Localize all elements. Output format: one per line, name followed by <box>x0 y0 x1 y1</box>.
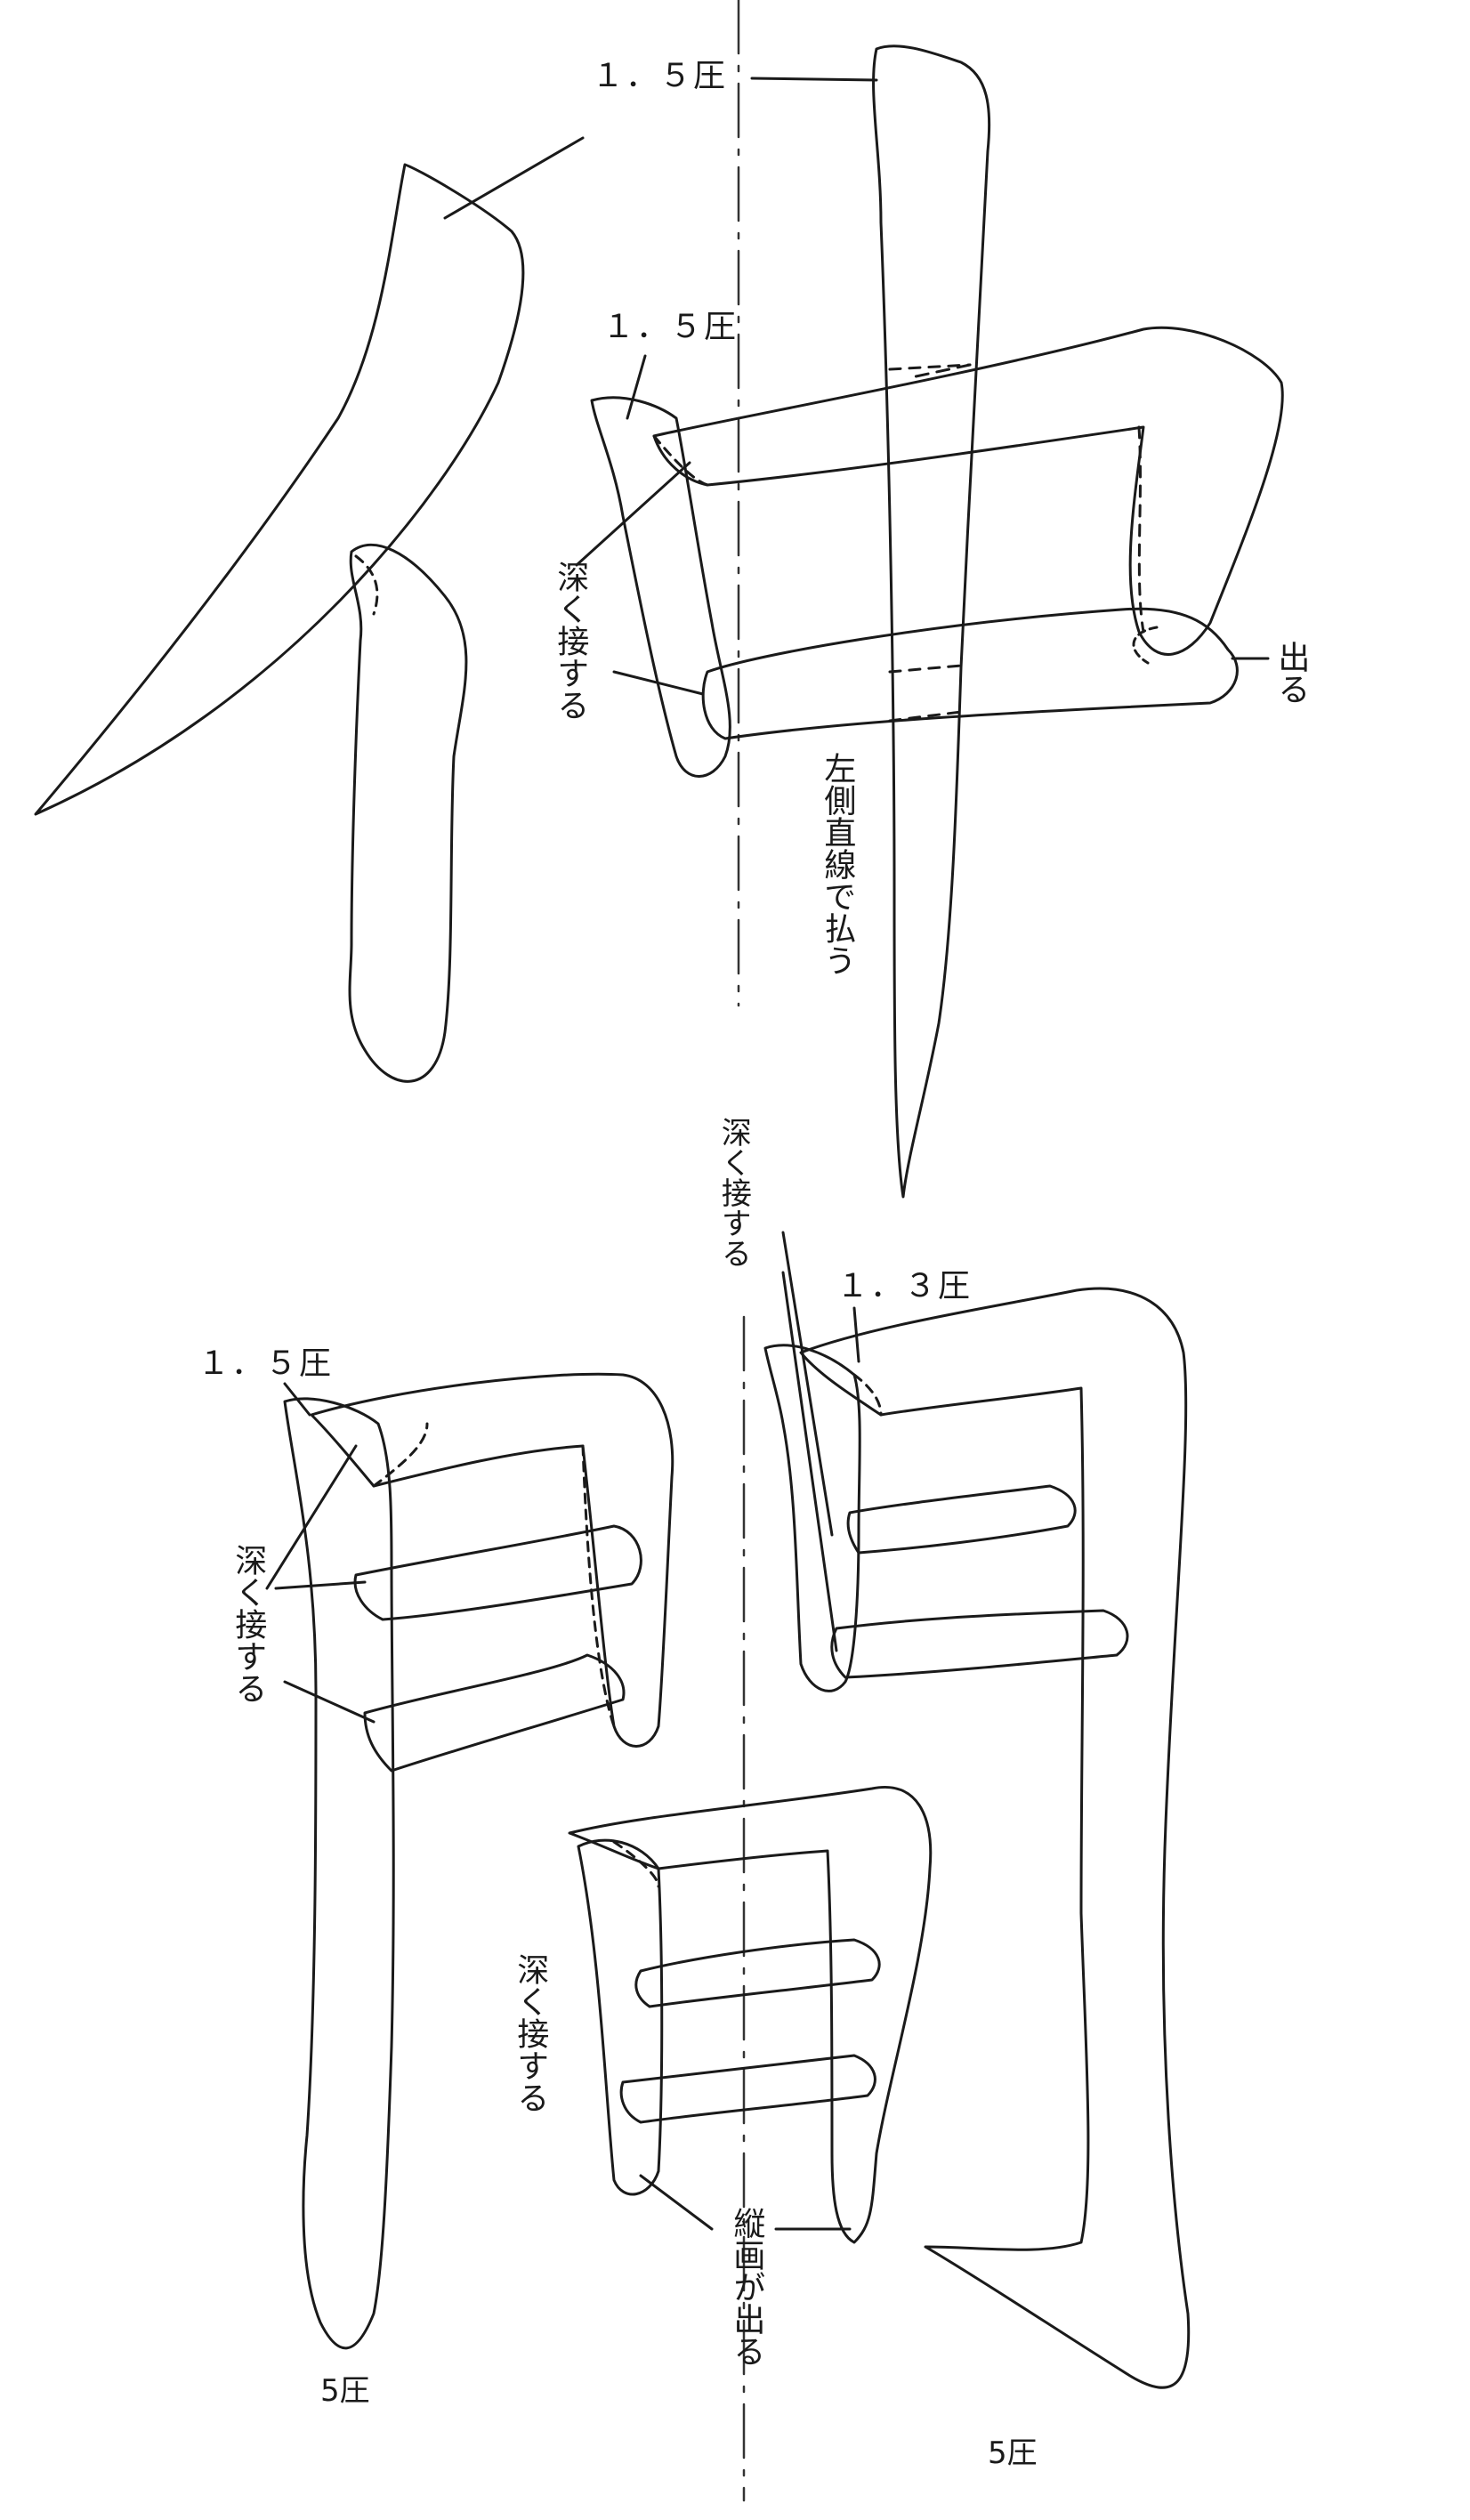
naka-box-top-dash-2 <box>906 363 972 380</box>
aida-left-top-dash <box>372 1422 429 1488</box>
leader-line-naka-top-pressure <box>750 77 878 82</box>
aida-inner-left-vertical <box>577 1838 664 2196</box>
label-aida-left-deep-contact: 深く接する <box>230 1544 267 1704</box>
leader-line-aida-left-deep-2 <box>274 1580 367 1590</box>
leader-line-aida-left-deep-1 <box>265 1444 358 1590</box>
label-naka-sweep-note: 左側直線で払う <box>819 752 856 976</box>
naka-center-vertical-crossdash-2 <box>888 664 963 674</box>
label-aida-left-pressure: １．５圧 <box>198 1345 334 1382</box>
aida-inner-top-right-stroke <box>568 1786 933 2244</box>
label-naka-deep-contact: 深く接する <box>552 561 589 721</box>
aida-right-bottom-bar <box>830 1609 1129 1679</box>
leader-line-aida-right-pressure <box>852 1306 860 1363</box>
aida-left-right-dash <box>581 1444 616 1728</box>
naka-box-bottom-stroke <box>701 607 1239 740</box>
naka-box-bottom-dash <box>1132 626 1159 665</box>
naka-box-right-dash <box>1137 425 1145 634</box>
naka-center-vertical-crossdash-3 <box>888 710 963 723</box>
label-aida-left-bottom-pressure: 5圧 <box>320 2373 370 2409</box>
aida-left-bottom-bar <box>363 1653 626 1773</box>
aida-inner-top-dash <box>612 1840 660 1888</box>
naka-box-top-right-stroke <box>652 326 1284 656</box>
naka-left-vertical-stroke <box>348 543 468 1083</box>
leader-line-aida-right-deep-2 <box>781 1271 838 1652</box>
aida-right-top-right-stroke <box>799 1287 1191 2389</box>
label-naka-box-pressure: １．５圧 <box>602 309 739 345</box>
label-aida-right-deep-contact: 深く接する <box>715 1117 752 1268</box>
aida-right-middle-bar <box>846 1484 1077 1555</box>
naka-left-vertical-head-dash <box>354 554 379 616</box>
naka-left-sweep-stroke <box>34 163 525 816</box>
naka-box-top-dash <box>652 434 709 487</box>
label-aida-vertical-protrude: 縦画が出る <box>728 2207 765 2367</box>
aida-left-top-right-stroke <box>310 1372 674 1748</box>
leader-line-aida-vertical-protrude-1 <box>639 2174 714 2231</box>
leader-line-aida-left-pressure <box>283 1382 311 1417</box>
leader-line-naka-top-left <box>443 136 585 220</box>
label-aida-right-pressure: １．３圧 <box>836 1268 973 1304</box>
leader-line-naka-deep-contact-1 <box>575 461 691 567</box>
aida-inner-middle-bar <box>634 1938 881 2008</box>
naka-box-left-vertical <box>590 396 731 778</box>
leader-line-aida-right-deep-1 <box>781 1231 834 1537</box>
label-aida-inner-deep-contact: 深く接する <box>512 1953 549 2113</box>
leader-line-aida-left-deep-3 <box>283 1680 376 1724</box>
label-naka-protrude: 出る <box>1272 641 1310 705</box>
aida-right-top-dash <box>852 1373 883 1417</box>
naka-center-vertical <box>872 44 991 1199</box>
aida-left-middle-bar <box>353 1524 642 1621</box>
aida-left-vertical <box>283 1397 395 2350</box>
leader-line-naka-box-pressure <box>626 354 647 420</box>
aida-right-left-vertical <box>763 1344 861 1692</box>
label-naka-top-pressure: １．５圧 <box>592 58 728 94</box>
naka-center-vertical-crossdash-1 <box>888 363 972 371</box>
aida-inner-bottom-bar <box>619 2054 876 2124</box>
leader-line-naka-deep-contact-2 <box>612 670 705 696</box>
label-aida-right-bottom-pressure: 5圧 <box>988 2435 1038 2471</box>
